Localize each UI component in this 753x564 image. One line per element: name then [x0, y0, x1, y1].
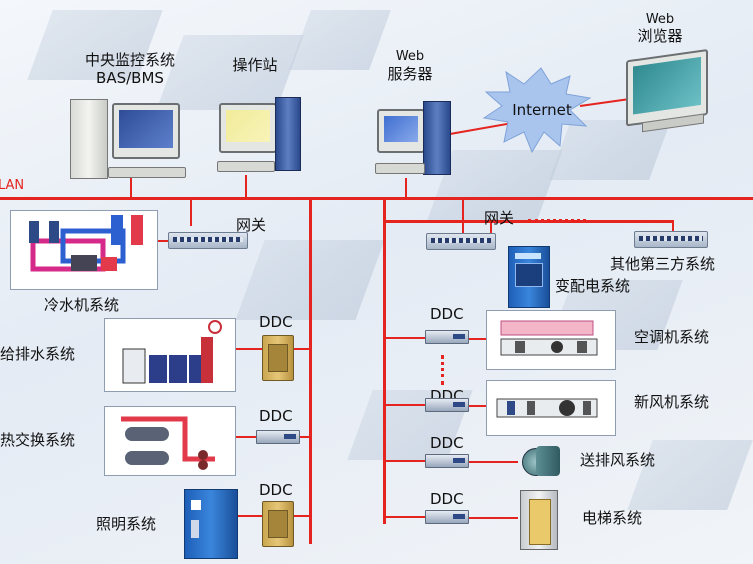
ddc-elevator-controller[interactable]	[425, 510, 469, 524]
ddc-lighting-controller[interactable]	[262, 501, 294, 547]
left-branch-line	[190, 198, 192, 226]
lan-backbone	[0, 197, 753, 200]
ddc-water-label: DDC	[259, 313, 293, 331]
operator-station-pc[interactable]	[215, 95, 305, 180]
pc1-drop	[130, 178, 132, 198]
fresh-air-panel[interactable]	[486, 380, 616, 436]
right-trunk-line	[383, 198, 386, 524]
central-monitor-subtitle: BAS/BMS	[96, 69, 164, 87]
ddc-ventilation-label: DDC	[430, 434, 464, 452]
dotted-connector-ddc	[441, 355, 444, 385]
ddc-elevator-label: DDC	[430, 490, 464, 508]
web-browser-monitor[interactable]	[622, 43, 722, 137]
central-monitor-pc[interactable]	[68, 97, 188, 182]
gw-right-drop	[462, 200, 464, 233]
gateway-right-label: 网关	[484, 209, 515, 227]
ddc-water-controller[interactable]	[262, 335, 294, 381]
ddc-heat-controller[interactable]	[256, 430, 300, 444]
gateway-left-label: 网关	[236, 216, 267, 234]
ddc-ahu-label: DDC	[430, 305, 464, 323]
lan-label: LAN	[0, 178, 25, 193]
central-monitor-title: 中央监控系统	[84, 51, 175, 69]
pc2-drop	[245, 175, 247, 198]
pc3-drop	[405, 178, 407, 198]
ventilation-label: 送排风系统	[580, 451, 656, 469]
elevator-icon[interactable]	[520, 490, 558, 550]
third-party-label: 其他第三方系统	[610, 255, 716, 273]
web-server-label-en: Web	[395, 49, 425, 64]
water-supply-label: 给排水系统	[0, 345, 76, 363]
chiller-panel[interactable]	[10, 210, 158, 290]
operator-station-label: 操作站	[232, 56, 278, 74]
ddc-ventilation-controller[interactable]	[425, 454, 469, 468]
lighting-label: 照明系统	[96, 515, 157, 533]
web-browser-label-cn: 浏览器	[637, 27, 683, 45]
internet-cloud-icon	[482, 67, 592, 154]
ddc-lighting-label: DDC	[259, 481, 293, 499]
fresh-air-label: 新风机系统	[634, 393, 710, 411]
internet-label: Internet	[512, 101, 572, 119]
ddc-fresh-air-controller[interactable]	[425, 398, 469, 412]
web-browser-label-en: Web	[645, 12, 675, 27]
ddc-ahu-controller[interactable]	[425, 330, 469, 344]
substation-cabinet[interactable]	[508, 246, 550, 308]
ahu-label: 空调机系统	[634, 328, 710, 346]
gateway-right[interactable]	[426, 233, 496, 250]
web-server-pc[interactable]	[375, 97, 455, 182]
dotted-connector-gateway	[528, 219, 586, 222]
ventilation-fan[interactable]	[518, 442, 562, 478]
ddc-heat-label: DDC	[259, 407, 293, 425]
chiller-label: 冷水机系统	[44, 296, 120, 314]
gateway-third-party[interactable]	[634, 231, 708, 248]
lighting-cabinet[interactable]	[184, 489, 238, 559]
water-supply-panel[interactable]	[104, 318, 236, 392]
gw-third-drop	[672, 220, 674, 232]
elevator-label: 电梯系统	[582, 509, 643, 527]
web-server-label-cn: 服务器	[387, 65, 433, 83]
substation-label: 变配电系统	[555, 277, 631, 295]
ahu-panel[interactable]	[486, 310, 616, 370]
gateway-left[interactable]	[168, 232, 248, 249]
heat-exchange-panel[interactable]	[104, 406, 236, 476]
heat-exchange-label: 热交换系统	[0, 431, 76, 449]
left-trunk-line	[309, 198, 312, 544]
